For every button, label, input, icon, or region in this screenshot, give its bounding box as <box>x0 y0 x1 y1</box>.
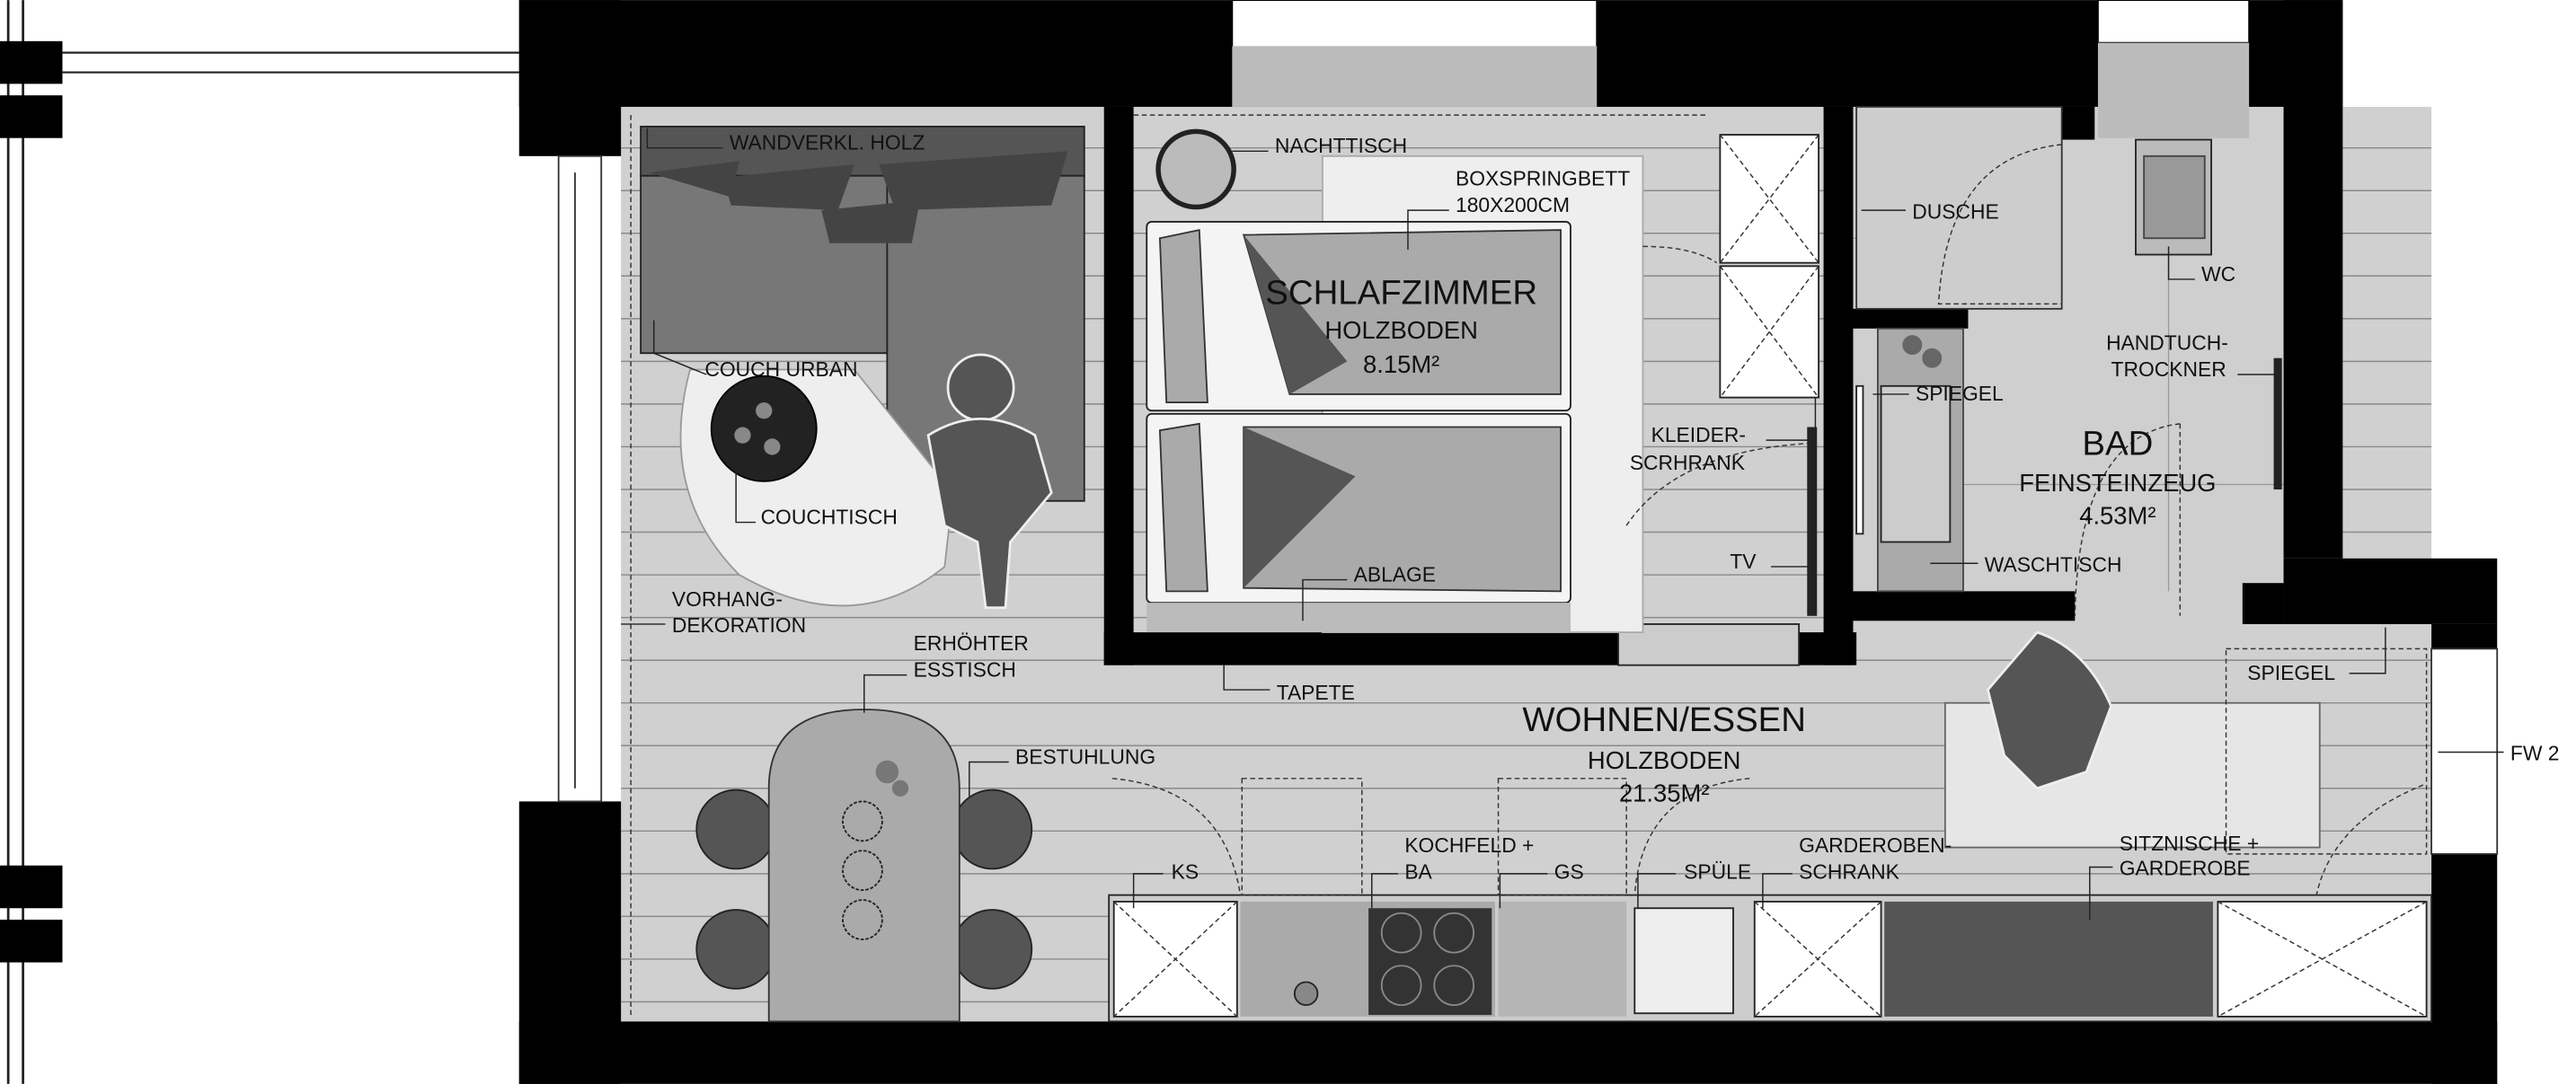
wc <box>2135 138 2212 256</box>
room-name-living: WOHNEN/ESSEN <box>1522 701 1806 739</box>
coffee-table <box>710 375 818 482</box>
label-sink: SPÜLE <box>1684 859 1751 883</box>
label-mirror-bath: SPIEGEL <box>1916 382 2004 405</box>
label-hob-1: KOCHFELD + <box>1404 833 1534 857</box>
label-washbasin: WASCHTISCH <box>1985 552 2122 576</box>
label-shower: DUSCHE <box>1912 199 1998 223</box>
label-coat-2: SCHRANK <box>1799 859 1899 883</box>
label-nightstand: NACHTTISCH <box>1275 134 1407 157</box>
person-figure <box>926 353 1053 610</box>
wardrobe <box>1719 134 1820 399</box>
room-area-bedroom: 8.15M² <box>1363 350 1439 378</box>
shower <box>1855 106 2063 310</box>
label-dishwasher: GS <box>1554 859 1584 883</box>
bed <box>1146 154 1644 633</box>
label-towel-2: TROCKNER <box>2111 357 2226 381</box>
facade <box>0 0 519 1084</box>
room-floor-bath: FEINSTEINZEUG <box>2019 469 2216 497</box>
label-fridge: KS <box>1172 859 1199 883</box>
label-curtain-2: DEKORATION <box>672 613 806 637</box>
label-chairs: BESTUHLUNG <box>1015 745 1155 768</box>
label-mirror-hall: SPIEGEL <box>2247 661 2335 684</box>
tv <box>1807 427 1818 616</box>
label-window: FW 2 <box>2510 742 2560 765</box>
label-bed-2: 180X200CM <box>1456 193 1570 216</box>
label-niche-1: SITZNISCHE + <box>2120 832 2260 855</box>
label-towel-1: HANDTUCH- <box>2106 331 2228 355</box>
room-floor-living: HOLZBODEN <box>1588 746 1741 774</box>
label-bed-1: BOXSPRINGBETT <box>1456 167 1630 190</box>
nightstand <box>1155 128 1236 210</box>
washbasin <box>1855 327 1964 593</box>
label-dining-2: ESSTISCH <box>914 657 1016 681</box>
label-wc: WC <box>2201 262 2235 286</box>
room-name-bath: BAD <box>2082 425 2153 463</box>
label-wardrobe-2: SCRHRANK <box>1630 451 1745 474</box>
label-wall-cladding: WANDVERKL. HOLZ <box>730 131 925 154</box>
person-figure-hall <box>1986 630 2113 790</box>
label-coffee-table: COUCHTISCH <box>761 505 898 528</box>
label-wallpaper: TAPETE <box>1277 681 1355 704</box>
label-tv: TV <box>1730 550 1757 573</box>
room-area-living: 21.35M² <box>1619 779 1710 806</box>
room-floor-bedroom: HOLZBODEN <box>1324 316 1478 344</box>
label-curtain-1: VORHANG- <box>672 587 783 611</box>
couch <box>640 125 1085 502</box>
kitchen-counter <box>1108 894 2433 1023</box>
label-shelf: ABLAGE <box>1354 562 1436 586</box>
windows <box>557 0 2499 855</box>
label-hob-2: BA <box>1404 859 1432 883</box>
room-name-bedroom: SCHLAFZIMMER <box>1265 273 1537 312</box>
label-couch: COUCH URBAN <box>704 357 857 381</box>
label-niche-2: GARDEROBE <box>2120 857 2251 880</box>
towel-dryer <box>2273 357 2282 489</box>
label-wardrobe-1: KLEIDER- <box>1651 423 1746 446</box>
room-area-bath: 4.53M² <box>2079 501 2156 529</box>
label-dining-1: ERHÖHTER <box>914 631 1029 655</box>
dining-table <box>695 709 1033 1023</box>
label-coat-1: GARDEROBEN- <box>1799 833 1952 857</box>
